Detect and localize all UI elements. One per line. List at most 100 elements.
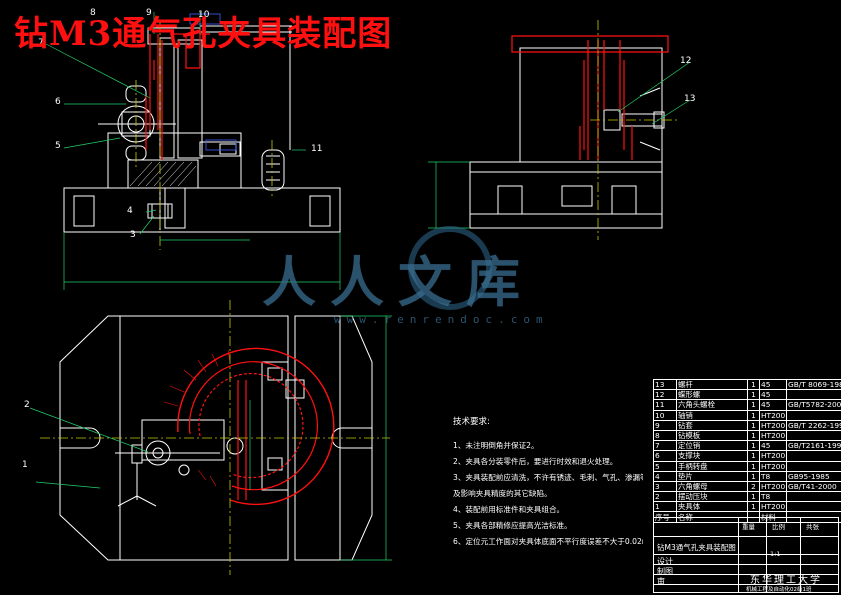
bom-cell-no: 2 <box>653 491 677 503</box>
bom-cell-name: 钻模板 <box>676 429 748 442</box>
title-block-draw: 制图 <box>657 567 673 576</box>
bom-cell-no: 11 <box>653 399 677 411</box>
title-block-weight-header: 重量 <box>742 523 755 531</box>
bom-cell-name: 六角螺母 <box>676 480 748 493</box>
bom-cell-name: 蝶形螺 <box>676 389 748 401</box>
bom-cell-qty: 1 <box>747 419 760 431</box>
bom-cell-no: 13 <box>653 378 677 391</box>
bom-cell-std: GB/T41-2000 <box>786 480 841 493</box>
bom-cell-mat: HT200 <box>759 501 787 513</box>
title-block-class: 机械工程及自动化02级1班 <box>746 587 812 593</box>
title-block-scale: 1:1 <box>770 550 781 558</box>
bom-cell-std: GB/T 2262-1991 <box>786 419 841 431</box>
technical-requirements: 技术要求: 1、未注明倒角并保证2。 2、夹具各分装零件后，要进行时效和退火处理… <box>453 414 643 550</box>
watermark: 人人文库 www.renrendoc.com <box>262 238 549 326</box>
bom-cell-qty: 1 <box>747 460 760 472</box>
red-section-lines <box>145 33 669 506</box>
part-label-11: 11 <box>311 144 323 154</box>
bom-cell-std: GB95-1985 <box>786 470 841 482</box>
bom-cell-mat: 45 <box>759 378 787 391</box>
blue-marks <box>189 13 237 151</box>
drawing-title: 钻M3通气孔夹具装配图 <box>14 14 393 54</box>
bom-cell-no: 3 <box>653 480 677 493</box>
watermark-logo-ring <box>408 226 492 310</box>
bom-cell-std <box>786 409 841 421</box>
bom-cell-mat: T8 <box>759 491 787 503</box>
bom-cell-qty: 1 <box>747 501 760 513</box>
bom-cell-mat: HT200 <box>759 480 787 493</box>
part-label-9: 9 <box>146 8 152 18</box>
part-label-2: 2 <box>24 400 30 410</box>
watermark-text: 人人文库 <box>262 250 534 314</box>
part-label-8: 8 <box>90 8 96 18</box>
part-label-4: 4 <box>127 206 133 216</box>
title-block-scale-header: 比例 <box>772 523 785 531</box>
bom-cell-no: 10 <box>653 409 677 421</box>
bom-cell-no: 9 <box>653 419 677 431</box>
title-block-sheet-header: 共张 <box>806 523 819 531</box>
bom-cell-mat: HT200 <box>759 419 787 431</box>
part-label-10: 10 <box>198 10 210 20</box>
centerlines <box>40 20 680 575</box>
part-label-13: 13 <box>684 94 696 104</box>
bom-cell-no: 4 <box>653 470 677 482</box>
bom-cell-qty: 1 <box>747 470 760 482</box>
bom-cell-no: 5 <box>653 460 677 472</box>
bom-cell-std: GB/T2161-1991 <box>786 440 841 452</box>
part-label-6: 6 <box>55 97 61 107</box>
bom-cell-qty: 1 <box>747 389 760 401</box>
bom-cell-mat: T8 <box>759 470 787 482</box>
tech-req-item: 6、定位元工作面对夹具体底面不平行度误差不大于0.02mm。 <box>453 537 643 546</box>
bom-cell-qty: 1 <box>747 409 760 421</box>
bom-cell-std <box>786 429 841 442</box>
bom-cell-name: 垫片 <box>676 470 748 482</box>
bom-cell-qty: 1 <box>747 378 760 391</box>
title-block-design: 设计 <box>657 557 673 566</box>
bom-cell-std <box>786 389 841 401</box>
bom-cell-std <box>786 460 841 472</box>
bom-cell-mat: 45 <box>759 399 787 411</box>
bom-cell-name: 轴销 <box>676 409 748 421</box>
bom-cell-no: 7 <box>653 440 677 452</box>
front-view <box>63 25 341 233</box>
bom-cell-qty: 1 <box>747 429 760 442</box>
title-block-drawing-name: 钻M3通气孔夹具装配图 <box>657 543 736 552</box>
tech-req-item: 5、夹具各部精修应提高光洁标准。 <box>453 521 572 530</box>
bom-cell-name: 夹具体 <box>676 501 748 513</box>
bom-cell-qty: 1 <box>747 491 760 503</box>
bom-cell-mat: 45 <box>759 440 787 452</box>
bom-cell-name: 定位销 <box>676 440 748 452</box>
bom-cell-no: 1 <box>653 501 677 513</box>
title-block-school: 东华理工大学 <box>750 575 822 586</box>
bom-cell-name: 钻套 <box>676 419 748 431</box>
red-hatch <box>163 349 231 487</box>
tech-req-item: 1、未注明倒角并保证2。 <box>453 441 539 450</box>
bom-cell-mat: HT200 <box>759 450 787 462</box>
bom-cell-std: GB/T 8069-1986 <box>786 378 841 391</box>
bom-cell-mat: HT200 <box>759 460 787 472</box>
bom-cell-mat: 45 <box>759 389 787 401</box>
bom-cell-name: 六角头螺栓 <box>676 399 748 411</box>
bom-cell-std <box>786 450 841 462</box>
bom-cell-no: 6 <box>653 450 677 462</box>
bom-cell-std <box>786 491 841 503</box>
part-label-3: 3 <box>130 230 136 240</box>
bom-cell-std: GB/T5782-2000 <box>786 399 841 411</box>
title-block: 重量 比例 共张 钻M3通气孔夹具装配图 1:1 设计 制图 审 东华理工大学 … <box>653 517 839 593</box>
bom-cell-name: 支撑块 <box>676 450 748 462</box>
part-label-1: 1 <box>22 460 28 470</box>
bom-cell-name: 摆动压块 <box>676 491 748 503</box>
tech-req-item: 4、装配前用标准件和夹具组合。 <box>453 505 565 514</box>
tech-req-item: 及影响夹具精度的其它缺陷。 <box>453 489 552 498</box>
bom-cell-name: 螺杆 <box>676 378 748 391</box>
